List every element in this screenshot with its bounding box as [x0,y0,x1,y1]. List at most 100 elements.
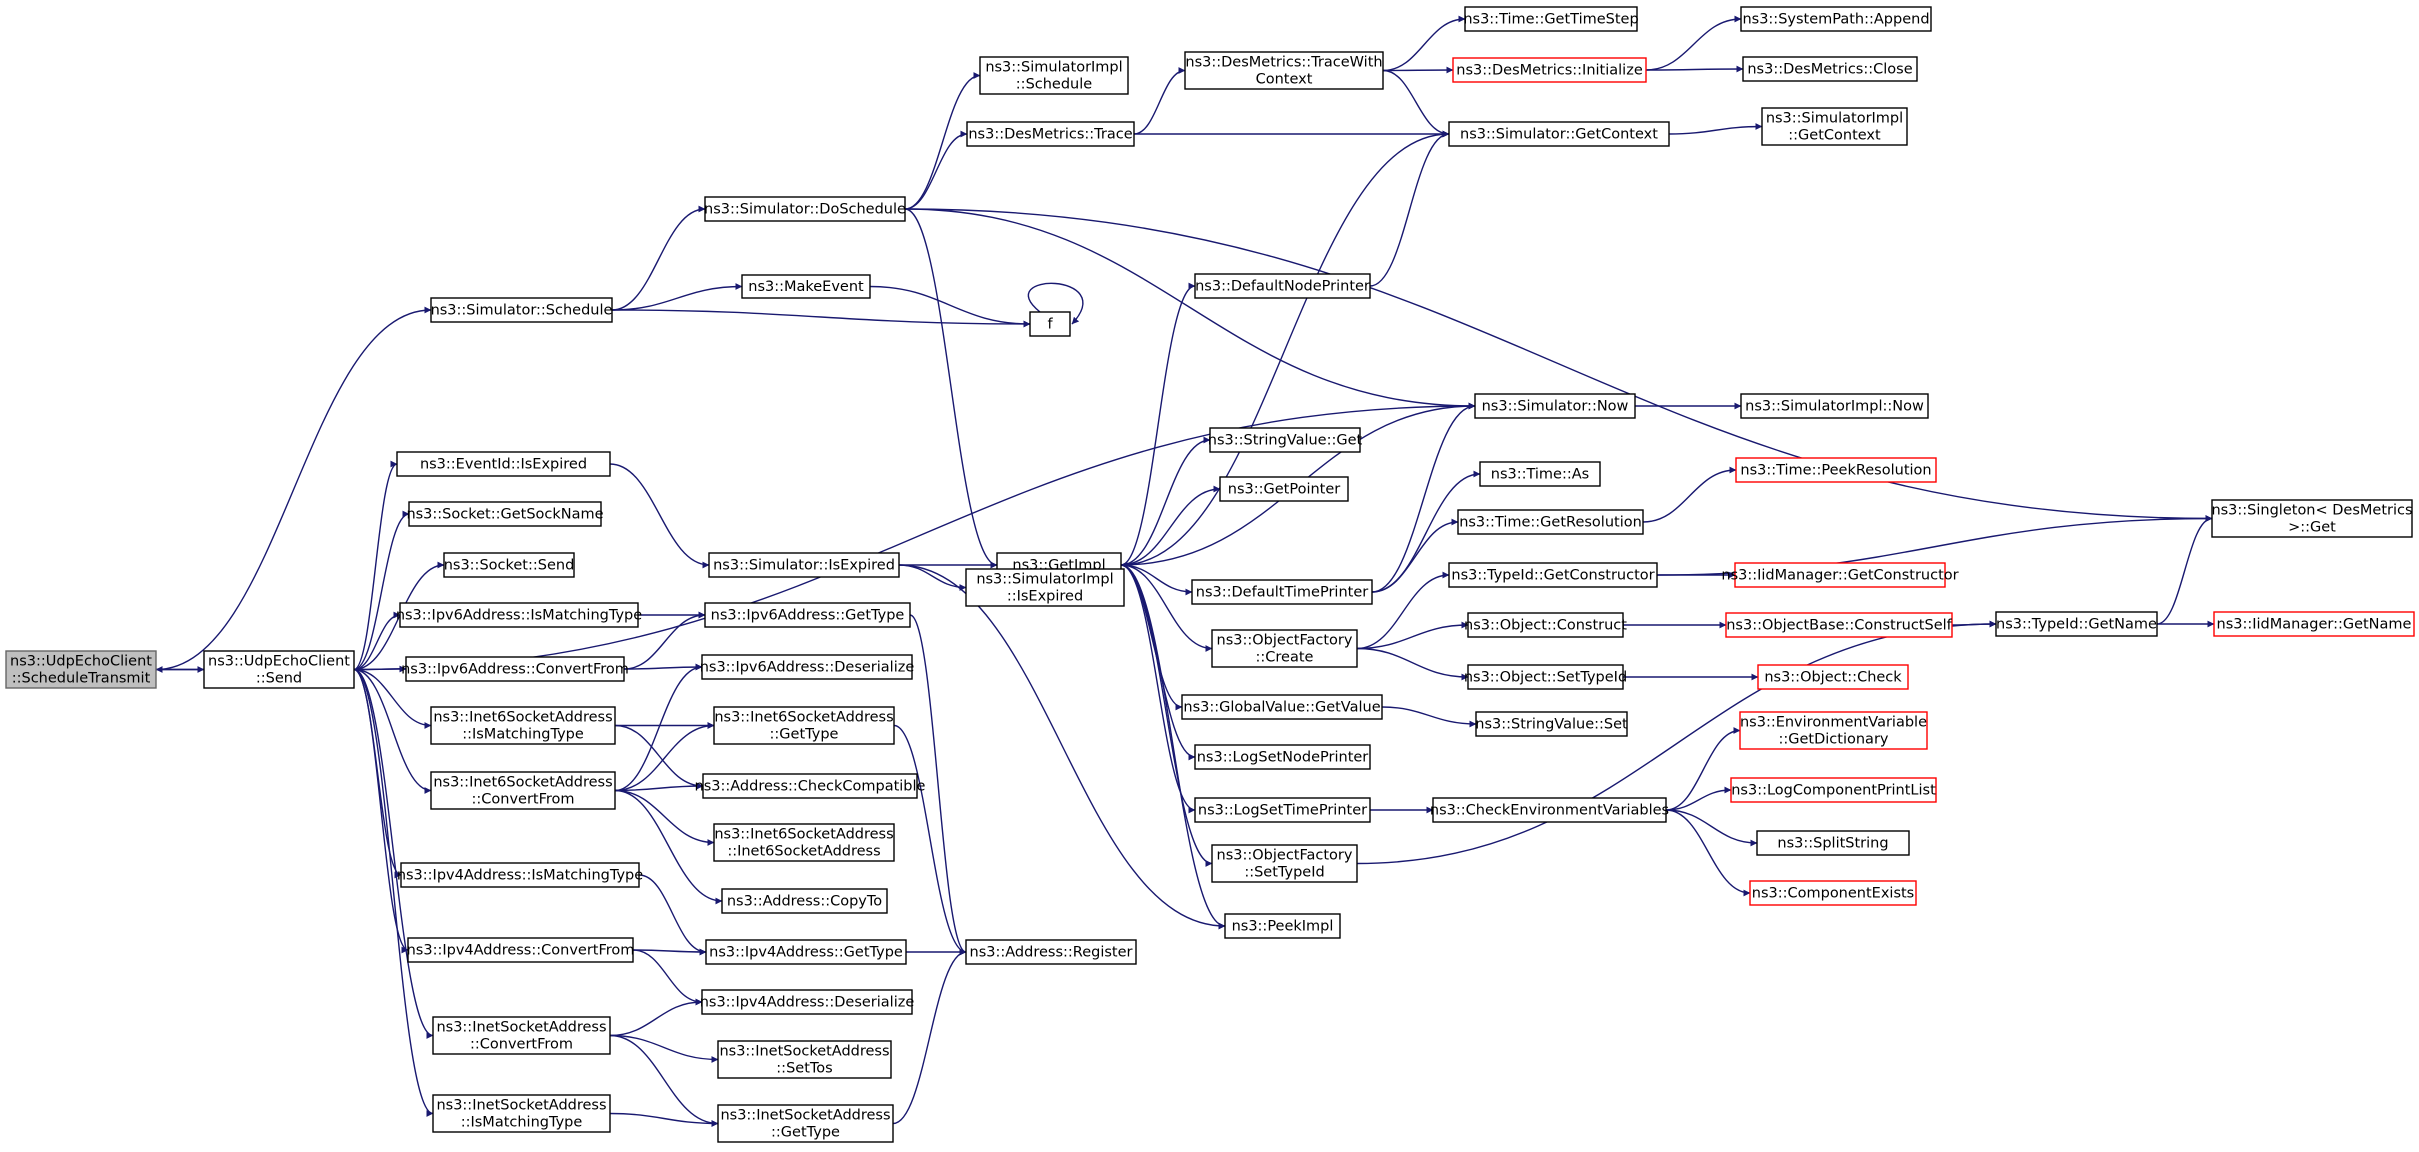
node-ns3-ipv6address-ismatchingtype[interactable]: ns3::Ipv6Address::IsMatchingType [396,602,642,628]
edge-line [904,208,998,569]
edge-n1-to-n46 [353,668,434,1039]
node-ns3-udpechoclient-send[interactable]: ns3::UdpEchoClient::Send [203,650,355,689]
node-box [1995,611,2158,637]
node-ns3-singleton-desmetrics-get[interactable]: ns3::Singleton< DesMetrics >::Get [2211,499,2413,538]
node-ns3-time-gettimestep[interactable]: ns3::Time::GetTimeStep [1463,6,1639,32]
edge-n13-to-n14 [1668,123,1763,135]
node-ns3-simulatorimpl-isexpired[interactable]: ns3::SimulatorImpl::IsExpired [965,568,1125,607]
node-ns3-object-construct[interactable]: ns3::Object::Construct [1464,612,1627,638]
node-ns3-stringvalue-get[interactable]: ns3::StringValue::Get [1208,427,1363,453]
edge-line [614,663,703,792]
node-ns3-environmentvariable-getdictionary[interactable]: ns3::EnvironmentVariable::GetDictionary [1739,711,1928,750]
node-label: ::SetTypeId [1244,865,1324,881]
node-ns3-defaulttimeprinter[interactable]: ns3::DefaultTimePrinter [1191,579,1373,605]
node-label: ::IsExpired [1007,589,1083,605]
edge-line [1120,564,1193,596]
node-ns3-ipv6address-convertfrom[interactable]: ns3::Ipv6Address::ConvertFrom [401,656,629,682]
node-ns3-inet6socketaddress-inet6socketaddress[interactable]: ns3::Inet6SocketAddress::Inet6SocketAddr… [713,823,895,862]
edge-line [623,611,706,670]
node-ns3-simulatorimpl-now[interactable]: ns3::SimulatorImpl::Now [1740,393,1929,419]
node-box [1209,427,1361,453]
node-ns3-inet6socketaddress-gettype[interactable]: ns3::Inet6SocketAddress::GetType [713,706,895,745]
node-ns3-ipv4address-convertfrom[interactable]: ns3::Ipv4Address::ConvertFrom [407,937,635,963]
edge-line [1120,282,1196,566]
node-ns3-simulator-isexpired[interactable]: ns3::Simulator::IsExpired [708,552,900,578]
node-box [705,939,907,965]
node-ns3-ipv4address-deserialize[interactable]: ns3::Ipv4Address::Deserialize [700,989,915,1015]
node-ns3-object-settypeid[interactable]: ns3::Object::SetTypeId [1464,664,1627,690]
node-ns3-simulator-now[interactable]: ns3::Simulator::Now [1474,393,1636,419]
node-box [1735,457,1937,483]
node-ns3-udpechoclient-scheduletransmit[interactable]: ns3::UdpEchoClient::ScheduleTransmit [5,650,157,689]
node-ns3-address-copyto[interactable]: ns3::Address::CopyTo [721,888,888,914]
node-ns3-inet6socketaddress-convertfrom[interactable]: ns3::Inet6SocketAddress::ConvertFrom [430,771,616,810]
node-ns3-objectfactory-settypeid[interactable]: ns3::ObjectFactory::SetTypeId [1211,844,1358,883]
edge-n63-to-n64 [1665,727,1741,811]
node-ns3-typeid-getconstructor[interactable]: ns3::TypeId::GetConstructor [1448,562,1658,588]
node-ns3-inetsocketaddress-settos[interactable]: ns3::InetSocketAddress::SetTos [717,1040,892,1079]
edge-line [904,72,981,210]
node-ns3-peekimpl[interactable]: ns3::PeekImpl [1224,913,1341,939]
node-ns3-ipv4address-ismatchingtype[interactable]: ns3::Ipv4Address::IsMatchingType [397,862,643,888]
node-ns3-objectfactory-create[interactable]: ns3::ObjectFactory::Create [1211,629,1358,668]
edge-line [892,948,967,1125]
node-ns3-object-check[interactable]: ns3::Object::Check [1757,664,1909,690]
node-ns3-getpointer[interactable]: ns3::GetPointer [1219,476,1349,502]
node-ns3-eventid-isexpired[interactable]: ns3::EventId::IsExpired [396,451,611,477]
edge-n4-to-n5 [869,285,1031,328]
node-ns3-logsetnodeprinter[interactable]: ns3::LogSetNodePrinter [1194,744,1371,770]
node-box [721,888,888,914]
node-ns3-simulator-getcontext[interactable]: ns3::Simulator::GetContext [1448,121,1670,147]
node-ns3-simulator-doschedule[interactable]: ns3::Simulator::DoSchedule [704,196,906,222]
node-ns3-time-peekresolution[interactable]: ns3::Time::PeekResolution [1735,457,1937,483]
node-ns3-ipv4address-gettype[interactable]: ns3::Ipv4Address::GetType [705,939,907,965]
node-ns3-socket-getsockname[interactable]: ns3::Socket::GetSockName [406,501,604,527]
node-ns3-time-getresolution[interactable]: ns3::Time::GetResolution [1457,509,1644,535]
node-ns3-desmetrics-initialize[interactable]: ns3::DesMetrics::Initialize [1452,57,1647,83]
node-ns3-ipv6address-gettype[interactable]: ns3::Ipv6Address::GetType [704,602,911,628]
node-label: ns3::Socket::Send [444,558,575,574]
node-box [1448,121,1670,147]
node-ns3-checkenvironmentvariables[interactable]: ns3::CheckEnvironmentVariables [1430,797,1669,823]
node-ns3-iidmanager-getname[interactable]: ns3::IidManager::GetName [2213,611,2415,637]
node-box [1448,562,1658,588]
node-ns3-logcomponentprintlist[interactable]: ns3::LogComponentPrintList [1730,777,1937,803]
node-ns3-simulatorimpl-schedule[interactable]: ns3::SimulatorImpl::Schedule [979,56,1129,95]
node-label: ns3::ObjectFactory [1217,633,1353,649]
node-ns3-splitstring[interactable]: ns3::SplitString [1756,830,1910,856]
node-ns3-stringvalue-set[interactable]: ns3::StringValue::Set [1475,711,1628,737]
node-ns3-inetsocketaddress-convertfrom[interactable]: ns3::InetSocketAddress::ConvertFrom [432,1016,611,1055]
edge-n1-to-n26 [353,460,398,671]
node-ns3-inet6socketaddress-ismatchingtype[interactable]: ns3::Inet6SocketAddress::IsMatchingType [430,706,616,745]
edge-line [1645,65,1744,73]
node-ns3-desmetrics-close[interactable]: ns3::DesMetrics::Close [1742,56,1918,82]
node-ns3-inetsocketaddress-gettype[interactable]: ns3::InetSocketAddress::GetType [717,1104,894,1143]
node-ns3-inetsocketaddress-ismatchingtype[interactable]: ns3::InetSocketAddress::IsMatchingType [432,1094,611,1133]
edge-n10-to-n12 [1645,65,1744,73]
node-ns3-systempath-append[interactable]: ns3::SystemPath::Append [1740,6,1932,32]
node-ns3-componentexists[interactable]: ns3::ComponentExists [1749,880,1917,906]
node-ns3-defaultnodeprinter[interactable]: ns3::DefaultNodePrinter [1194,273,1371,299]
node-f[interactable]: f [1029,311,1071,337]
node-ns3-address-register[interactable]: ns3::Address::Register [965,939,1137,965]
edge-line [609,1034,719,1063]
node-ns3-objectbase-constructself[interactable]: ns3::ObjectBase::ConstructSelf [1725,612,1953,638]
node-ns3-ipv6address-deserialize[interactable]: ns3::Ipv6Address::Deserialize [700,654,915,680]
node-ns3-socket-send[interactable]: ns3::Socket::Send [443,552,575,578]
node-ns3-desmetrics-trace[interactable]: ns3::DesMetrics::Trace [966,121,1135,147]
node-ns3-simulator-schedule[interactable]: ns3::Simulator::Schedule [430,297,613,323]
node-ns3-time-as[interactable]: ns3::Time::As [1479,461,1601,487]
node-ns3-makeevent[interactable]: ns3::MakeEvent [741,274,871,299]
node-ns3-iidmanager-getconstructor[interactable]: ns3::IidManager::GetConstructor [1721,562,1959,588]
edge-line [353,611,401,671]
node-ns3-simulatorimpl-getcontext[interactable]: ns3::SimulatorImpl::GetContext [1761,107,1908,146]
node-ns3-typeid-getname[interactable]: ns3::TypeId::GetName [1995,611,2158,637]
node-box [430,706,616,745]
node-ns3-globalvalue-getvalue[interactable]: ns3::GlobalValue::GetValue [1181,694,1383,720]
node-box [1452,57,1647,83]
edge-line [353,668,432,729]
node-ns3-logsettimeprinter[interactable]: ns3::LogSetTimePrinter [1194,797,1371,823]
edge-line [898,564,1226,930]
node-ns3-address-checkcompatible[interactable]: ns3::Address::CheckCompatible [695,773,926,799]
